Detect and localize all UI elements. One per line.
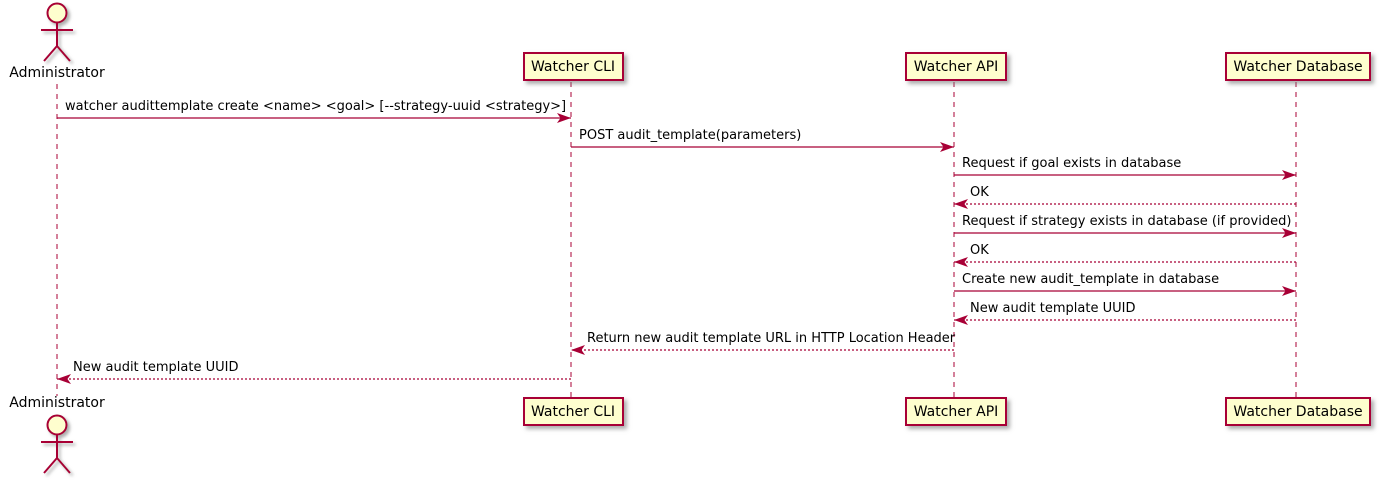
message-label-9: New audit template UUID xyxy=(73,360,239,375)
arrowhead-left-icon xyxy=(954,315,968,325)
actor-limb xyxy=(43,45,58,62)
actor-figure-top xyxy=(41,2,73,62)
actor-limb xyxy=(43,457,58,474)
arrowhead-left-icon xyxy=(954,199,968,209)
message-label-8: Return new audit template URL in HTTP Lo… xyxy=(587,331,956,346)
actor-figure-bottom xyxy=(41,414,73,474)
actor-head xyxy=(46,414,68,436)
message-label-5: OK xyxy=(970,243,989,258)
arrowhead-right-icon xyxy=(557,113,571,123)
arrowhead-left-icon xyxy=(571,345,585,355)
actor-label-bottom: Administrator xyxy=(9,395,105,411)
message-label-2: Request if goal exists in database xyxy=(962,156,1182,171)
message-label-4: Request if strategy exists in database (… xyxy=(962,214,1292,229)
actor-limb xyxy=(56,45,71,62)
arrowhead-left-icon xyxy=(954,257,968,267)
message-label-6: Create new audit_template in database xyxy=(962,272,1220,287)
participant-box-watcher-cli-top: Watcher CLI xyxy=(522,52,624,81)
actor-head xyxy=(46,2,68,24)
message-label-7: New audit template UUID xyxy=(970,301,1136,316)
participant-box-watcher-database-bottom: Watcher Database xyxy=(1225,397,1371,426)
arrowhead-right-icon xyxy=(1282,228,1296,238)
arrowhead-right-icon xyxy=(1282,286,1296,296)
actor-limb xyxy=(56,457,71,474)
actor-label-top: Administrator xyxy=(9,65,105,81)
arrowhead-right-icon xyxy=(940,142,954,152)
message-label-1: POST audit_template(parameters) xyxy=(579,128,802,143)
participant-box-watcher-api-bottom: Watcher API xyxy=(905,397,1007,426)
arrowhead-left-icon xyxy=(57,374,71,384)
participant-box-watcher-database-top: Watcher Database xyxy=(1225,52,1371,81)
arrowhead-right-icon xyxy=(1282,170,1296,180)
participant-box-watcher-api-top: Watcher API xyxy=(905,52,1007,81)
message-label-0: watcher audittemplate create <name> <goa… xyxy=(65,99,567,114)
participant-box-watcher-cli-bottom: Watcher CLI xyxy=(522,397,624,426)
message-label-3: OK xyxy=(970,185,989,200)
